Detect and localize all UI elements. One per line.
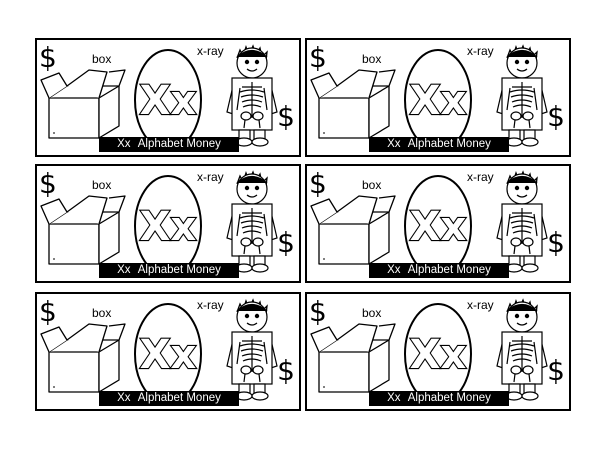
box-icon: [310, 69, 396, 139]
bill-artwork: Xx: [40, 44, 278, 151]
word-xray-label: x-ray: [467, 44, 494, 58]
dollar-sign-bottom-right: $: [277, 100, 295, 133]
box-icon: [40, 69, 126, 139]
xray-child-icon: [226, 298, 278, 401]
bill-artwork: Xx: [310, 298, 548, 405]
word-xray-label: x-ray: [467, 298, 494, 312]
oval-letters: Xx: [410, 204, 467, 250]
money-bill-2: Xx: [305, 38, 571, 157]
xray-child-icon: [496, 44, 548, 147]
word-box-label: box: [92, 178, 112, 192]
dollar-sign-top-left: $: [309, 41, 327, 74]
word-xray-label: x-ray: [197, 44, 224, 58]
oval-letters: Xx: [140, 332, 197, 378]
oval-letters: Xx: [140, 78, 197, 124]
oval-letter-icon: Xx: [134, 175, 202, 277]
box-icon: [310, 323, 396, 393]
word-xray-label: x-ray: [197, 170, 224, 184]
alphabet-money-banner: Xx Alphabet Money: [369, 137, 509, 152]
word-xray-label: x-ray: [197, 298, 224, 312]
xray-child-icon: [496, 170, 548, 273]
money-bill-1: Xx: [35, 38, 301, 157]
dollar-sign-bottom-right: $: [547, 226, 565, 259]
footer-letters: Xx: [117, 264, 131, 276]
bill-artwork: Xx: [310, 170, 548, 277]
money-bill-6: Xx: [305, 292, 571, 411]
footer-text: Alphabet Money: [137, 264, 221, 276]
dollar-sign-bottom-right: $: [277, 226, 295, 259]
word-xray-label: x-ray: [467, 170, 494, 184]
money-bill-3: Xx: [35, 164, 301, 283]
footer-text: Alphabet Money: [407, 138, 491, 150]
word-box-label: box: [92, 306, 112, 320]
box-icon: [40, 195, 126, 265]
dollar-sign-top-left: $: [39, 41, 57, 74]
alphabet-money-banner: Xx Alphabet Money: [99, 263, 239, 278]
dollar-sign-bottom-right: $: [547, 100, 565, 133]
footer-text: Alphabet Money: [407, 264, 491, 276]
bill-artwork: Xx: [40, 170, 278, 277]
oval-letter-icon: Xx: [404, 303, 472, 405]
xray-child-icon: [226, 44, 278, 147]
dollar-sign-top-left: $: [309, 295, 327, 328]
bill-artwork: Xx: [40, 298, 278, 405]
oval-letters: Xx: [410, 332, 467, 378]
word-box-label: box: [92, 52, 112, 66]
box-icon: [310, 195, 396, 265]
footer-letters: Xx: [117, 392, 131, 404]
footer-letters: Xx: [387, 138, 401, 150]
alphabet-money-banner: Xx Alphabet Money: [99, 137, 239, 152]
xray-child-icon: [496, 298, 548, 401]
oval-letters: Xx: [140, 204, 197, 250]
money-bill-4: Xx: [305, 164, 571, 283]
alphabet-money-banner: Xx Alphabet Money: [99, 391, 239, 406]
word-box-label: box: [362, 52, 382, 66]
alphabet-money-banner: Xx Alphabet Money: [369, 263, 509, 278]
footer-text: Alphabet Money: [137, 392, 221, 404]
word-box-label: box: [362, 306, 382, 320]
footer-letters: Xx: [387, 392, 401, 404]
money-bill-5: Xx: [35, 292, 301, 411]
footer-text: Alphabet Money: [407, 392, 491, 404]
oval-letter-icon: Xx: [404, 49, 472, 151]
oval-letter-icon: Xx: [134, 303, 202, 405]
dollar-sign-top-left: $: [39, 167, 57, 200]
alphabet-money-banner: Xx Alphabet Money: [369, 391, 509, 406]
bill-artwork: Xx: [310, 44, 548, 151]
footer-text: Alphabet Money: [137, 138, 221, 150]
oval-letters: Xx: [410, 78, 467, 124]
box-icon: [40, 323, 126, 393]
footer-letters: Xx: [117, 138, 131, 150]
dollar-sign-top-left: $: [39, 295, 57, 328]
dollar-sign-top-left: $: [309, 167, 327, 200]
word-box-label: box: [362, 178, 382, 192]
dollar-sign-bottom-right: $: [547, 354, 565, 387]
oval-letter-icon: Xx: [404, 175, 472, 277]
xray-child-icon: [226, 170, 278, 273]
oval-letter-icon: Xx: [134, 49, 202, 151]
dollar-sign-bottom-right: $: [277, 354, 295, 387]
footer-letters: Xx: [387, 264, 401, 276]
